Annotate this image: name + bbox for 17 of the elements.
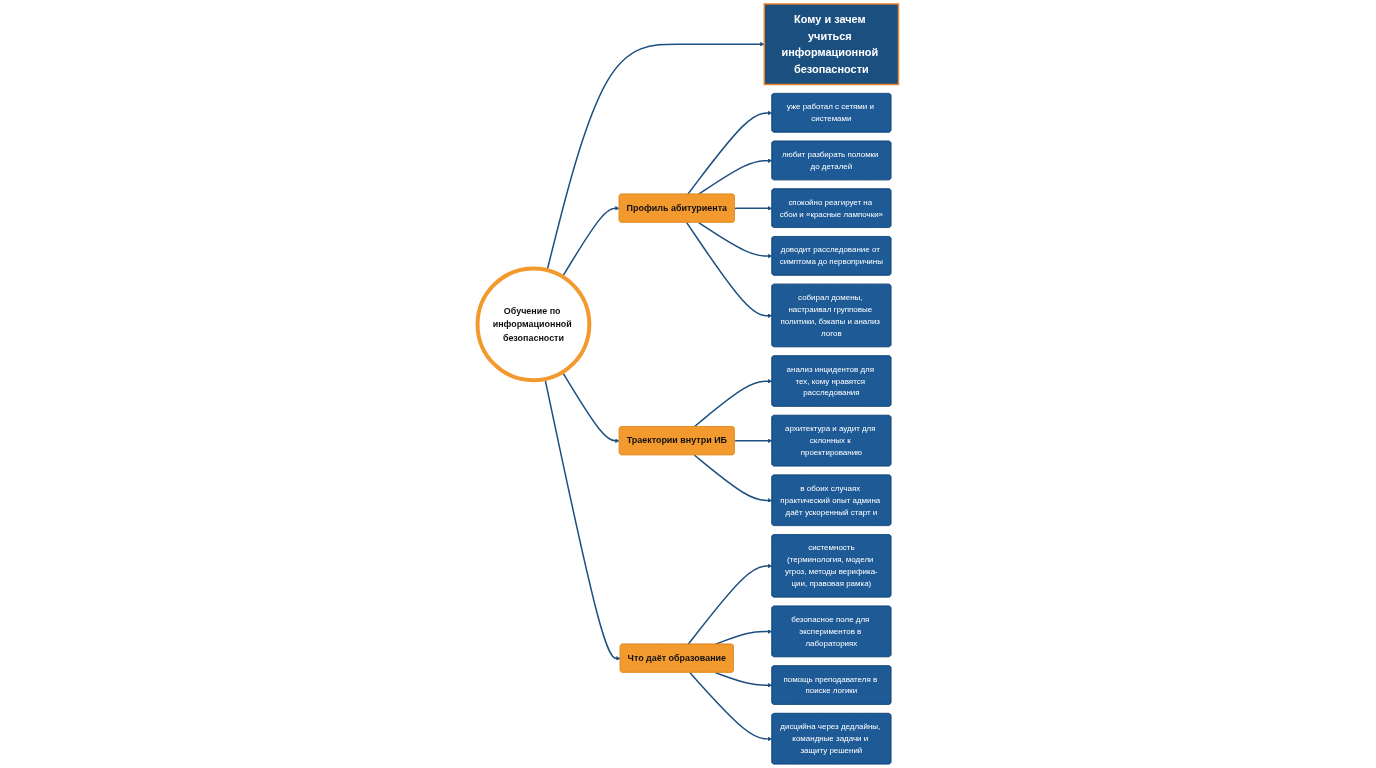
arrow xyxy=(693,454,773,503)
arrow xyxy=(693,379,773,428)
arrow xyxy=(689,671,773,742)
arrow xyxy=(561,206,620,278)
arrow xyxy=(544,378,621,661)
node-circle: Обучение по информационной безопасности xyxy=(475,266,592,383)
arrow xyxy=(561,371,620,443)
arrow xyxy=(733,438,773,443)
arrow xyxy=(734,206,773,211)
arrow xyxy=(685,221,773,318)
arrow xyxy=(687,563,773,646)
arrow xyxy=(697,158,773,195)
arrow xyxy=(697,221,773,259)
arrow xyxy=(687,110,773,195)
arrow xyxy=(714,671,773,688)
node-box: Кому и зачем учиться информационной безопасности xyxy=(763,3,900,86)
arrow xyxy=(546,42,765,271)
